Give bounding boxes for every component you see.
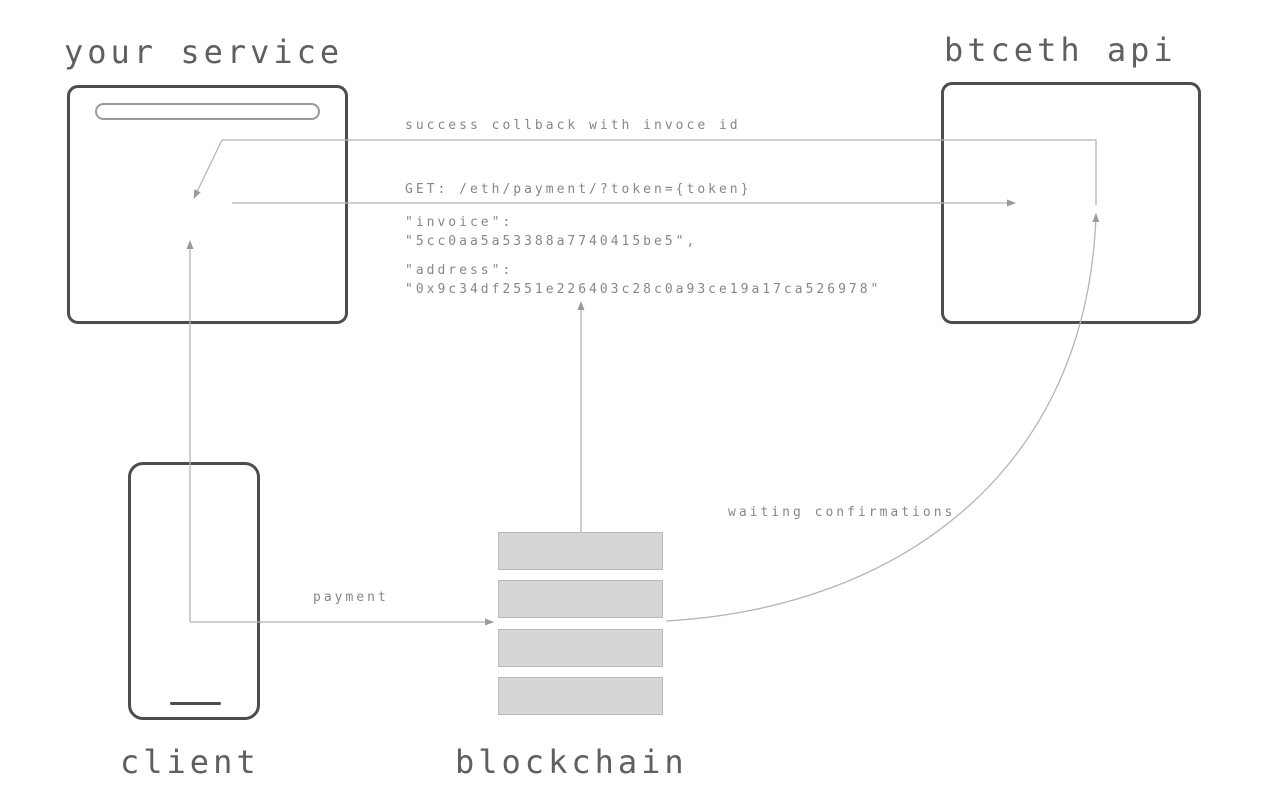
invoice-response-label: "invoice": "5cc0aa5a53388a7740415be5", <box>405 213 697 251</box>
blockchain-block <box>498 580 663 619</box>
success-callback-label: success collback with invoce id <box>405 118 741 133</box>
client-node <box>128 462 260 720</box>
address-value: "0x9c34df2551e226403c28c0a93ce19a17ca526… <box>405 282 882 297</box>
blockchain-title: blockchain <box>455 743 688 781</box>
invoice-value: "5cc0aa5a53388a7740415be5", <box>405 234 698 249</box>
blockchain-block <box>498 676 663 715</box>
client-title: client <box>120 743 260 781</box>
blockchain-node <box>498 532 663 715</box>
waiting-confirmations-label: waiting confirmations <box>728 505 956 520</box>
address-response-label: "address": "0x9c34df2551e226403c28c0a93c… <box>405 261 881 299</box>
address-key: "address": <box>405 263 514 278</box>
browser-address-bar <box>95 103 320 120</box>
phone-home-bar <box>170 702 221 705</box>
invoice-key: "invoice": <box>405 215 514 230</box>
get-request-label: GET: /eth/payment/?token={token} <box>405 182 752 197</box>
your-service-node <box>67 85 348 324</box>
payment-label: payment <box>313 590 389 605</box>
blockchain-block <box>498 532 663 570</box>
btceth-api-title: btceth api <box>944 31 1177 69</box>
blockchain-block <box>498 628 663 667</box>
btceth-api-node <box>941 82 1201 324</box>
your-service-title: your service <box>64 33 344 71</box>
